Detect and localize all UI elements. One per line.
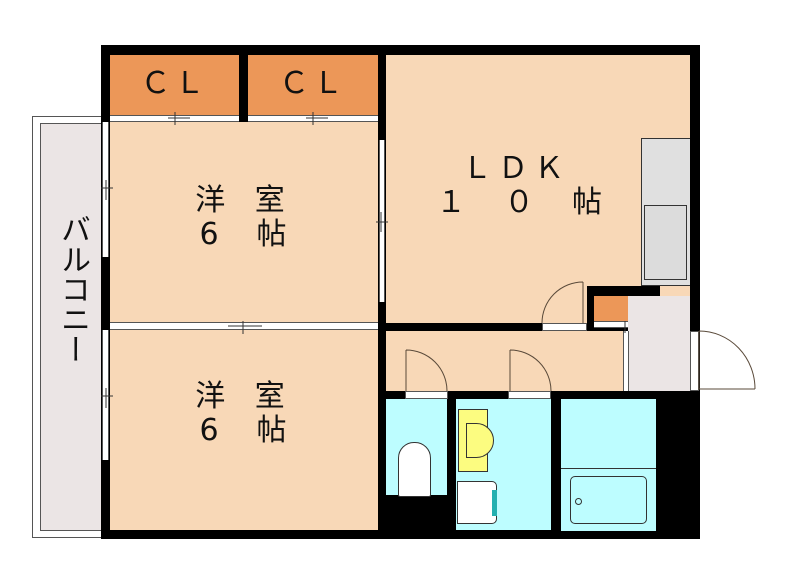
- hallway: [386, 331, 623, 391]
- western-room-1-size: 6 帖: [199, 217, 291, 252]
- western-room-1: 洋 室 6 帖: [110, 122, 378, 322]
- ldk: ＬＤＫ １ ０ 帖: [386, 55, 690, 323]
- toilet: [398, 442, 431, 497]
- western-room-2-name: 洋 室: [195, 379, 295, 414]
- western-room-1-name: 洋 室: [195, 183, 295, 218]
- closet-2: ＣＬ: [248, 55, 378, 115]
- kitchen-sink: [644, 205, 687, 280]
- balcony: バルコニー: [40, 123, 102, 531]
- entrance-step: [623, 331, 629, 391]
- bathroom-divider: [561, 468, 656, 469]
- exterior-cutout: [700, 290, 800, 410]
- closet-1-label: ＣＬ: [140, 66, 209, 101]
- balcony-label: バルコニー: [55, 214, 90, 364]
- bathtub-drain-icon: [575, 498, 582, 505]
- washing-machine-edge: [492, 490, 497, 516]
- western-room-2-size: 6 帖: [199, 413, 291, 448]
- washing-machine-space: [457, 481, 497, 524]
- western-room-2: 洋 室 6 帖: [110, 330, 378, 530]
- ldk-name: ＬＤＫ: [462, 151, 570, 186]
- entrance-upper: [660, 296, 690, 331]
- bathtub: [570, 476, 647, 524]
- washroom-door-opening[interactable]: [508, 391, 551, 399]
- toilet-door-opening[interactable]: [405, 391, 448, 399]
- bathroom: [561, 399, 656, 531]
- washbasin-bowl: [466, 423, 494, 458]
- ldk-sliding-door[interactable]: [379, 140, 385, 302]
- closet-2-label: ＣＬ: [279, 66, 347, 101]
- ldk-door-opening[interactable]: [542, 323, 587, 331]
- closet-1: ＣＬ: [110, 55, 239, 115]
